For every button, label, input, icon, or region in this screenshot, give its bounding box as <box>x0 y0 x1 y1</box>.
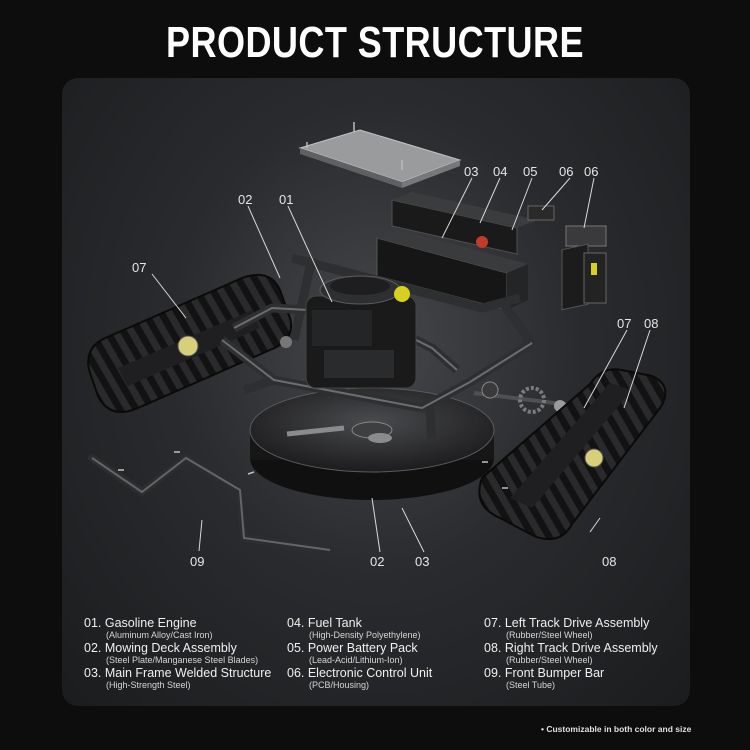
legend-item-material: (High-Strength Steel) <box>106 680 191 690</box>
legend-item: 06. Electronic Control Unit (PCB/Housing… <box>287 667 487 692</box>
legend-item-name: 03. Main Frame Welded Structure <box>84 666 272 680</box>
fuel-cap-icon <box>394 286 410 302</box>
right-track-shape <box>478 368 667 540</box>
legend-item-name: 01. Gasoline Engine <box>84 616 197 630</box>
exploded-view-illustration <box>87 122 667 554</box>
callout-05: 05 <box>523 164 538 179</box>
callout-01: 01 <box>279 192 294 207</box>
legend-item-material: (Lead-Acid/Lithium-Ion) <box>309 655 403 665</box>
legend-item-name: 07. Left Track Drive Assembly <box>484 616 650 630</box>
callout-07-left: 07 <box>132 260 147 275</box>
battery-shape <box>391 192 537 255</box>
page-title: PRODUCT STRUCTURE <box>166 18 584 67</box>
control-unit-shapes <box>527 205 607 311</box>
callout-02-bottom: 02 <box>370 554 385 569</box>
legend-item: 01. Gasoline Engine (Aluminum Alloy/Cast… <box>84 617 284 642</box>
legend-column-2: 04. Fuel Tank (High-Density Polyethylene… <box>287 617 487 692</box>
sprocket-icon <box>518 386 546 414</box>
legend-item-name: 05. Power Battery Pack <box>287 641 418 655</box>
legend-item-material: (Aluminum Alloy/Cast Iron) <box>106 630 213 640</box>
legend-item: 05. Power Battery Pack (Lead-Acid/Lithiu… <box>287 642 487 667</box>
callout-03-top: 03 <box>464 164 479 179</box>
legend-item-name: 02. Mowing Deck Assembly <box>84 641 237 655</box>
callout-09: 09 <box>190 554 205 569</box>
legend-item-name: 09. Front Bumper Bar <box>484 666 605 680</box>
diagram-panel: 03 04 05 06 06 02 01 07 07 08 08 09 02 0… <box>62 78 690 706</box>
legend-item-name: 04. Fuel Tank <box>287 616 362 630</box>
left-track-shape <box>87 274 292 413</box>
gasoline-engine-shape <box>280 275 417 389</box>
right-drive-wheel-icon <box>584 448 604 468</box>
legend-item-material: (Steel Tube) <box>506 680 556 690</box>
callout-06-right: 06 <box>584 164 599 179</box>
legend-item-material: (Steel Plate/Manganese Steel Blades) <box>106 655 259 665</box>
legend-item: 04. Fuel Tank (High-Density Polyethylene… <box>287 617 487 642</box>
callout-07-right: 07 <box>617 316 632 331</box>
legend-column-1: 01. Gasoline Engine (Aluminum Alloy/Cast… <box>84 617 284 692</box>
leader-lines <box>151 177 651 553</box>
callout-03-bottom: 03 <box>415 554 430 569</box>
mowing-deck-shape <box>249 387 495 500</box>
parts-legend: 01. Gasoline Engine (Aluminum Alloy/Cast… <box>62 603 690 703</box>
legend-item-material: (Rubber/Steel Wheel) <box>506 655 593 665</box>
callout-02-top: 02 <box>238 192 253 207</box>
legend-item-name: 06. Electronic Control Unit <box>287 666 433 680</box>
callout-08-bottom: 08 <box>602 554 617 569</box>
legend-item: 08. Right Track Drive Assembly (Rubber/S… <box>484 642 684 667</box>
customization-note: • Customizable in both color and size <box>541 724 692 734</box>
callout-04: 04 <box>493 164 508 179</box>
callout-08-top: 08 <box>644 316 659 331</box>
legend-item: 03. Main Frame Welded Structure (High-St… <box>84 667 284 692</box>
legend-item-material: (Rubber/Steel Wheel) <box>506 630 593 640</box>
legend-item: 02. Mowing Deck Assembly (Steel Plate/Ma… <box>84 642 284 667</box>
top-cover-plate <box>298 122 462 188</box>
legend-item-material: (PCB/Housing) <box>309 680 370 690</box>
battery-terminal-icon <box>476 236 488 248</box>
callout-06-left: 06 <box>559 164 574 179</box>
legend-column-3: 07. Left Track Drive Assembly (Rubber/St… <box>484 617 684 692</box>
legend-item: 07. Left Track Drive Assembly (Rubber/St… <box>484 617 684 642</box>
legend-item-material: (High-Density Polyethylene) <box>309 630 421 640</box>
legend-item: 09. Front Bumper Bar (Steel Tube) <box>484 667 684 692</box>
legend-item-name: 08. Right Track Drive Assembly <box>484 641 658 655</box>
left-drive-wheel-icon <box>177 335 199 357</box>
